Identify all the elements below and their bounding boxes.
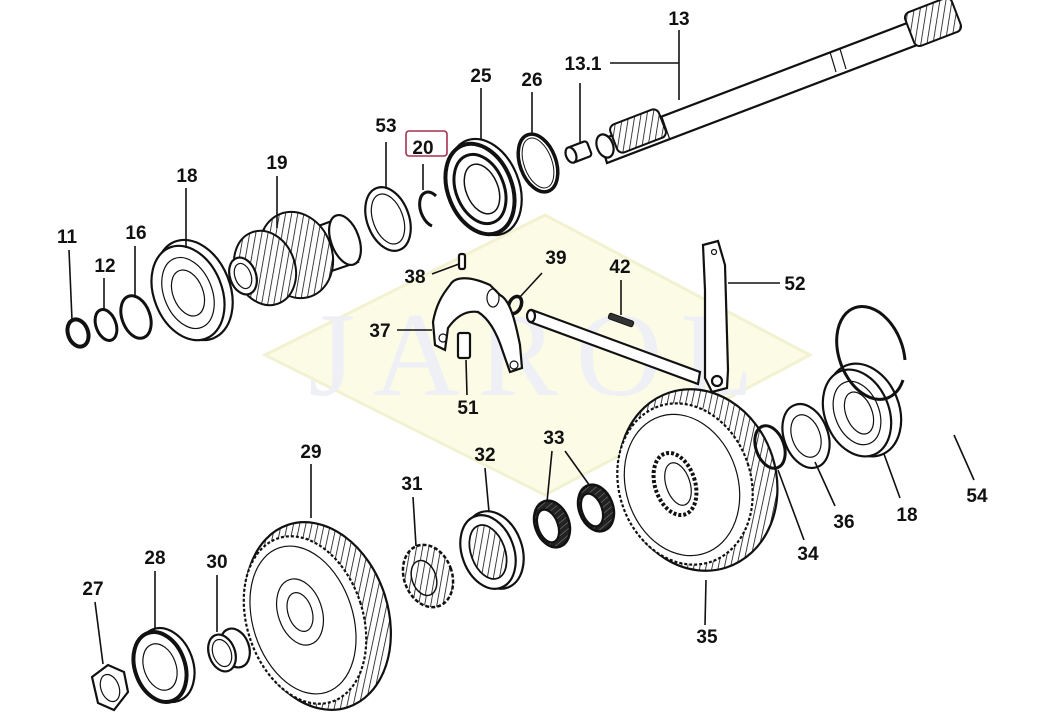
callout-30[interactable]: 30 [206, 552, 227, 573]
oil-seal[interactable] [433, 128, 536, 246]
pin[interactable] [457, 252, 467, 271]
shift-fork[interactable] [431, 277, 524, 374]
shift-lever[interactable] [701, 239, 730, 394]
callout-18-lower[interactable]: 18 [896, 505, 917, 526]
bearing[interactable] [124, 620, 204, 710]
callout-31[interactable]: 31 [401, 474, 423, 495]
double-gear[interactable] [224, 201, 367, 314]
callout-28[interactable]: 28 [144, 548, 165, 569]
callout-32[interactable]: 32 [474, 445, 495, 466]
callout-25[interactable]: 25 [470, 66, 492, 87]
large-gear[interactable] [222, 503, 414, 719]
helical-gear[interactable] [595, 368, 800, 591]
snap-ring[interactable] [511, 129, 565, 198]
callout-20[interactable]: 20 [412, 138, 433, 159]
callout-29[interactable]: 29 [300, 442, 321, 463]
washer[interactable] [64, 316, 92, 349]
callout-19[interactable]: 19 [266, 153, 287, 174]
hex-nut[interactable] [90, 663, 130, 712]
callout-13[interactable]: 13 [668, 9, 689, 30]
callout-13-1[interactable]: 13.1 [565, 54, 602, 75]
bushing[interactable] [203, 624, 255, 675]
small-gear[interactable] [395, 538, 462, 615]
needle-bearings[interactable] [528, 480, 620, 553]
callout-36[interactable]: 36 [833, 512, 854, 533]
main-shaft[interactable] [593, 0, 963, 165]
callout-11[interactable]: 11 [57, 227, 78, 248]
callout-33[interactable]: 33 [543, 428, 564, 449]
ball-bearing[interactable] [138, 228, 247, 351]
roll-pin[interactable] [607, 312, 635, 328]
callout-37[interactable]: 37 [369, 321, 390, 342]
callout-12[interactable]: 12 [94, 256, 115, 277]
callout-labels: 13 13.1 25 26 53 20 19 18 16 12 11 38 39… [57, 9, 988, 648]
callout-16[interactable]: 16 [125, 223, 146, 244]
retaining-ring[interactable] [835, 305, 907, 401]
callout-51[interactable]: 51 [457, 398, 479, 419]
callout-38[interactable]: 38 [404, 267, 425, 288]
snap-ring-16[interactable] [115, 292, 156, 343]
circlip-34[interactable] [749, 422, 790, 473]
fork-pad[interactable] [456, 331, 472, 360]
callout-52[interactable]: 52 [784, 274, 805, 295]
callout-18-upper[interactable]: 18 [176, 166, 197, 187]
circlip-12[interactable] [91, 307, 121, 344]
callout-27[interactable]: 27 [82, 579, 103, 600]
callout-54[interactable]: 54 [966, 486, 988, 507]
callout-34[interactable]: 34 [797, 544, 819, 565]
leader-lines [68, 30, 975, 665]
shaft-pin[interactable] [563, 140, 593, 165]
callout-26[interactable]: 26 [521, 70, 542, 91]
sliding-sleeve[interactable] [451, 503, 534, 597]
shift-rod[interactable] [525, 308, 702, 386]
circlip[interactable] [418, 190, 438, 228]
callout-39[interactable]: 39 [545, 248, 566, 269]
callout-53[interactable]: 53 [375, 116, 396, 137]
callout-42[interactable]: 42 [609, 257, 630, 278]
spacer-ring[interactable] [357, 181, 419, 257]
ball-bearing-lower[interactable] [810, 352, 914, 467]
highlight-box [405, 130, 448, 157]
callout-35[interactable]: 35 [696, 627, 718, 648]
